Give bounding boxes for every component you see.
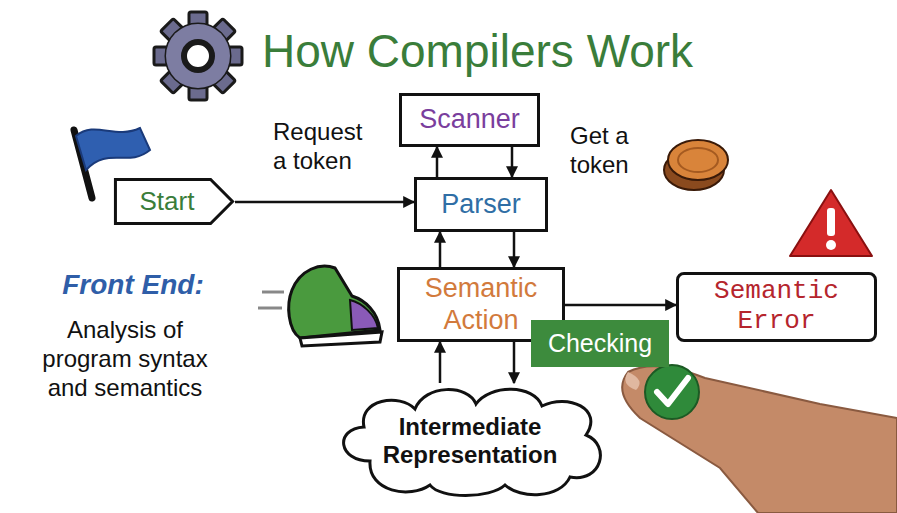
process-box: Scanner (399, 93, 540, 147)
start-terminal: Start (113, 178, 235, 225)
process-box: Parser (414, 177, 548, 232)
arrow-connector (565, 304, 676, 307)
node-text: Semantic Error (687, 277, 866, 337)
node-text: Parser (441, 189, 521, 220)
arrow-connector (511, 147, 514, 177)
node-text: Checking (548, 329, 652, 358)
node-text: Start (140, 187, 195, 217)
arrow-connector (436, 147, 439, 177)
node-text: Intermediate Representation (370, 413, 570, 468)
coin-icon (664, 140, 728, 190)
check-icon (645, 365, 699, 419)
arrow-connector (439, 232, 442, 267)
node-text: Scanner (419, 104, 520, 135)
arrow-connector (513, 342, 516, 383)
text-label: Front End: (28, 268, 238, 302)
text-label: Request a token (273, 118, 373, 176)
shoe-icon (258, 266, 382, 346)
diagram-title: How Compilers Work (262, 24, 693, 79)
text-label: Get a token (570, 122, 662, 180)
arrow-connector (439, 342, 442, 383)
gear-icon (154, 12, 242, 100)
arrow-connector (513, 232, 516, 267)
pentagon-outline (115, 179, 232, 223)
text-label: Analysis of program syntax and semantics (35, 316, 215, 402)
arrow-connector (235, 201, 414, 204)
cloud-outline (344, 389, 601, 495)
cloud-shape: Intermediate Representation (330, 383, 610, 498)
tag-box: Checking (531, 320, 669, 367)
warning-icon (790, 190, 872, 256)
error-box: Semantic Error (676, 272, 877, 342)
